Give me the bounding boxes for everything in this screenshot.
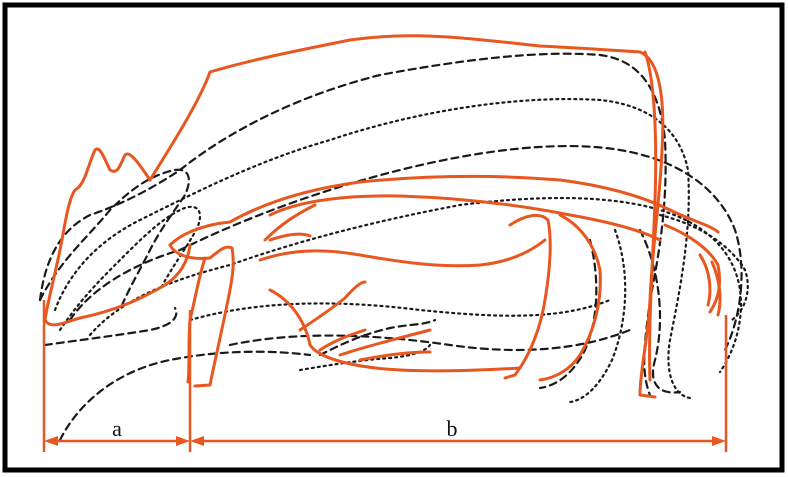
- dimension-label-b: b: [447, 416, 458, 441]
- dimension-label-a: a: [112, 416, 122, 441]
- figure-border: [5, 5, 782, 470]
